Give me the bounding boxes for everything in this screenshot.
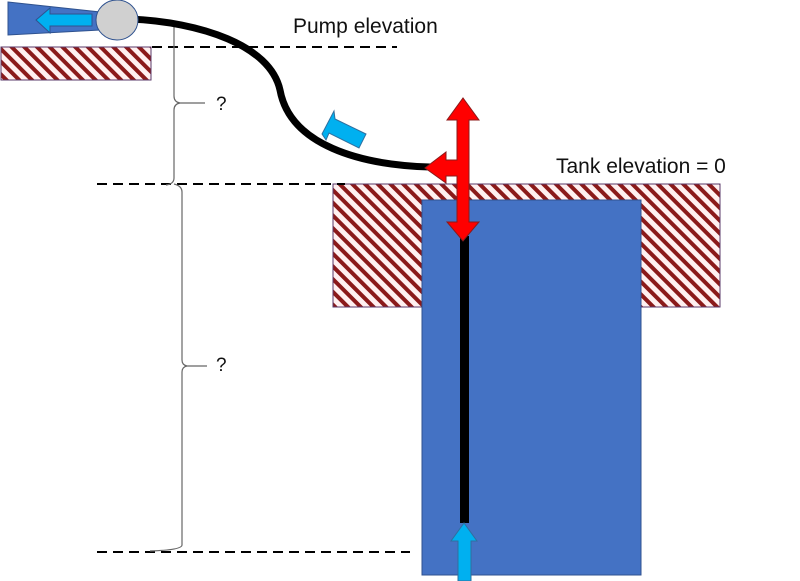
suction-tube: [460, 236, 469, 523]
pump-body: [95, 0, 139, 41]
hose: [129, 15, 431, 171]
flow-arrow-hose: [321, 109, 367, 149]
brace-upper: [165, 25, 205, 186]
brace-lower: [149, 183, 207, 552]
ground-slab-pump: [0, 46, 152, 81]
flow-arrow-intake: [450, 522, 478, 581]
tank-elevation-label: Tank elevation = 0: [556, 155, 726, 178]
pressure-arrows: [424, 97, 481, 242]
pump-flow-arrow: [35, 6, 93, 35]
unknown-height-upper-label: ?: [216, 94, 227, 115]
tank: [421, 199, 642, 576]
unknown-height-lower-label: ?: [216, 355, 227, 376]
pump: [7, 0, 139, 41]
pump-elevation-label: Pump elevation: [293, 15, 438, 38]
